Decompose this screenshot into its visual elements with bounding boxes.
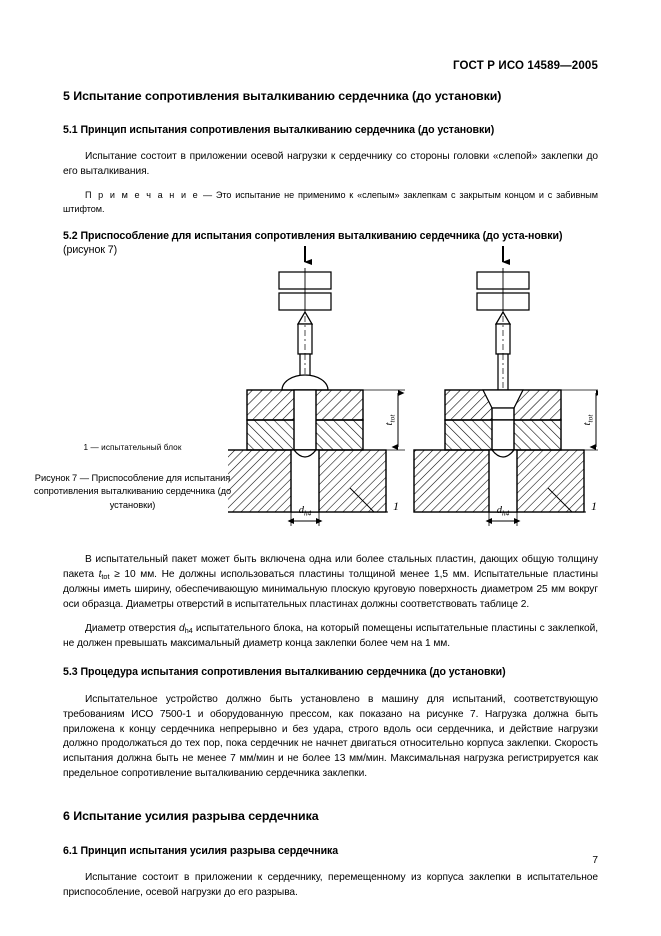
clause-5-1-paragraph: Испытание состоит в приложении осевой на… <box>63 151 598 178</box>
note-label: П р и м е ч а н и е <box>85 190 200 201</box>
clause-5-3-heading: 5.3 Процедура испытания сопротивления вы… <box>63 666 506 679</box>
leader-line-1-left <box>349 487 388 513</box>
rivet-tail-left <box>292 449 318 458</box>
rivet-tail-right <box>490 449 516 458</box>
clause-5-1-note: П р и м е ч а н и е — Это испытание не п… <box>63 189 598 215</box>
clause-5-heading: 5 Испытание сопротивления выталкиванию с… <box>63 89 502 103</box>
text-column: 5 Испытание сопротивления выталкиванию с… <box>63 88 598 901</box>
figure-7: 1 — испытательный блок Рисунок 7 — Присп… <box>0 236 661 528</box>
dimension-label-d-h4-left: dh4 <box>299 505 312 517</box>
figure-7-drawing: ttot dh4 1 <box>215 236 603 528</box>
rivet-body-left <box>293 389 317 451</box>
clause-5-2-heading-suffix: (рисунок 7) <box>63 244 118 257</box>
clause-5-2-heading-text: 5.2 Приспособление для испытания сопроти… <box>63 229 563 242</box>
variable-d-h4-sub: h4 <box>184 626 193 636</box>
figure-7-svg: ttot dh4 1 <box>215 246 603 528</box>
page-number: 7 <box>592 855 598 866</box>
dimension-label-t-tot-right: ttot <box>581 414 595 426</box>
dimension-label-d-h4-right: dh4 <box>497 505 510 517</box>
rivet-dome-head-left <box>281 374 329 391</box>
assembly-dome-head: ttot dh4 1 <box>215 246 405 528</box>
dimension-label-t-tot-left: ttot <box>383 414 397 426</box>
figure-7-caption-block: 1 — испытательный блок Рисунок 7 — Присп… <box>30 443 235 512</box>
running-header: ГОСТ Р ИСО 14589—2005 <box>452 60 598 72</box>
clause-6-heading: 6 Испытание усилия разрыва сердечника <box>63 809 319 824</box>
paragraph-hole-b: испытательного блока, на который помещен… <box>63 623 598 650</box>
variable-t-tot-sub: tot <box>101 572 110 582</box>
figure-7-caption: Рисунок 7 — Приспособление для испытания… <box>33 473 232 510</box>
rivet-body-right <box>491 419 515 451</box>
leader-line-1-right <box>547 487 586 513</box>
clause-5-1-heading: 5.1 Принцип испытания сопротивления выта… <box>63 124 495 137</box>
clause-6-1-heading: 6.1 Принцип испытания усилия разрыва сер… <box>63 844 339 857</box>
paragraph-test-pack: В испытательный пакет может быть включен… <box>63 553 598 613</box>
variable-t-tot: t <box>98 569 102 581</box>
clause-5-3-paragraph: Испытательное устройство должно быть уст… <box>63 693 598 780</box>
test-block-hole-right <box>488 449 518 513</box>
paragraph-test-pack-b: ≥ 10 мм. Не должны использоваться пласти… <box>63 569 598 611</box>
test-block-hole-left <box>290 449 320 513</box>
assembly-countersunk-head: ttot dh4 1 <box>413 246 603 528</box>
note-text: — Это испытание не применимо к «слепым» … <box>63 190 598 214</box>
callout-1-right: 1 <box>591 499 597 513</box>
variable-d-h4: d <box>178 623 185 635</box>
paragraph-hole-a: Диаметр отверстия <box>85 623 179 635</box>
clause-5-2-heading: 5.2 Приспособление для испытания сопроти… <box>63 229 598 258</box>
clause-6-1-paragraph: Испытание состоит в приложении к сердечн… <box>63 871 598 898</box>
figure-7-key: 1 — испытательный блок <box>83 443 182 452</box>
paragraph-test-pack-a: В испытательный пакет может быть включен… <box>63 554 598 581</box>
callout-1-left: 1 <box>393 499 399 513</box>
paragraph-hole-diameter: Диаметр отверстия dh4 испытательного бло… <box>63 622 598 652</box>
